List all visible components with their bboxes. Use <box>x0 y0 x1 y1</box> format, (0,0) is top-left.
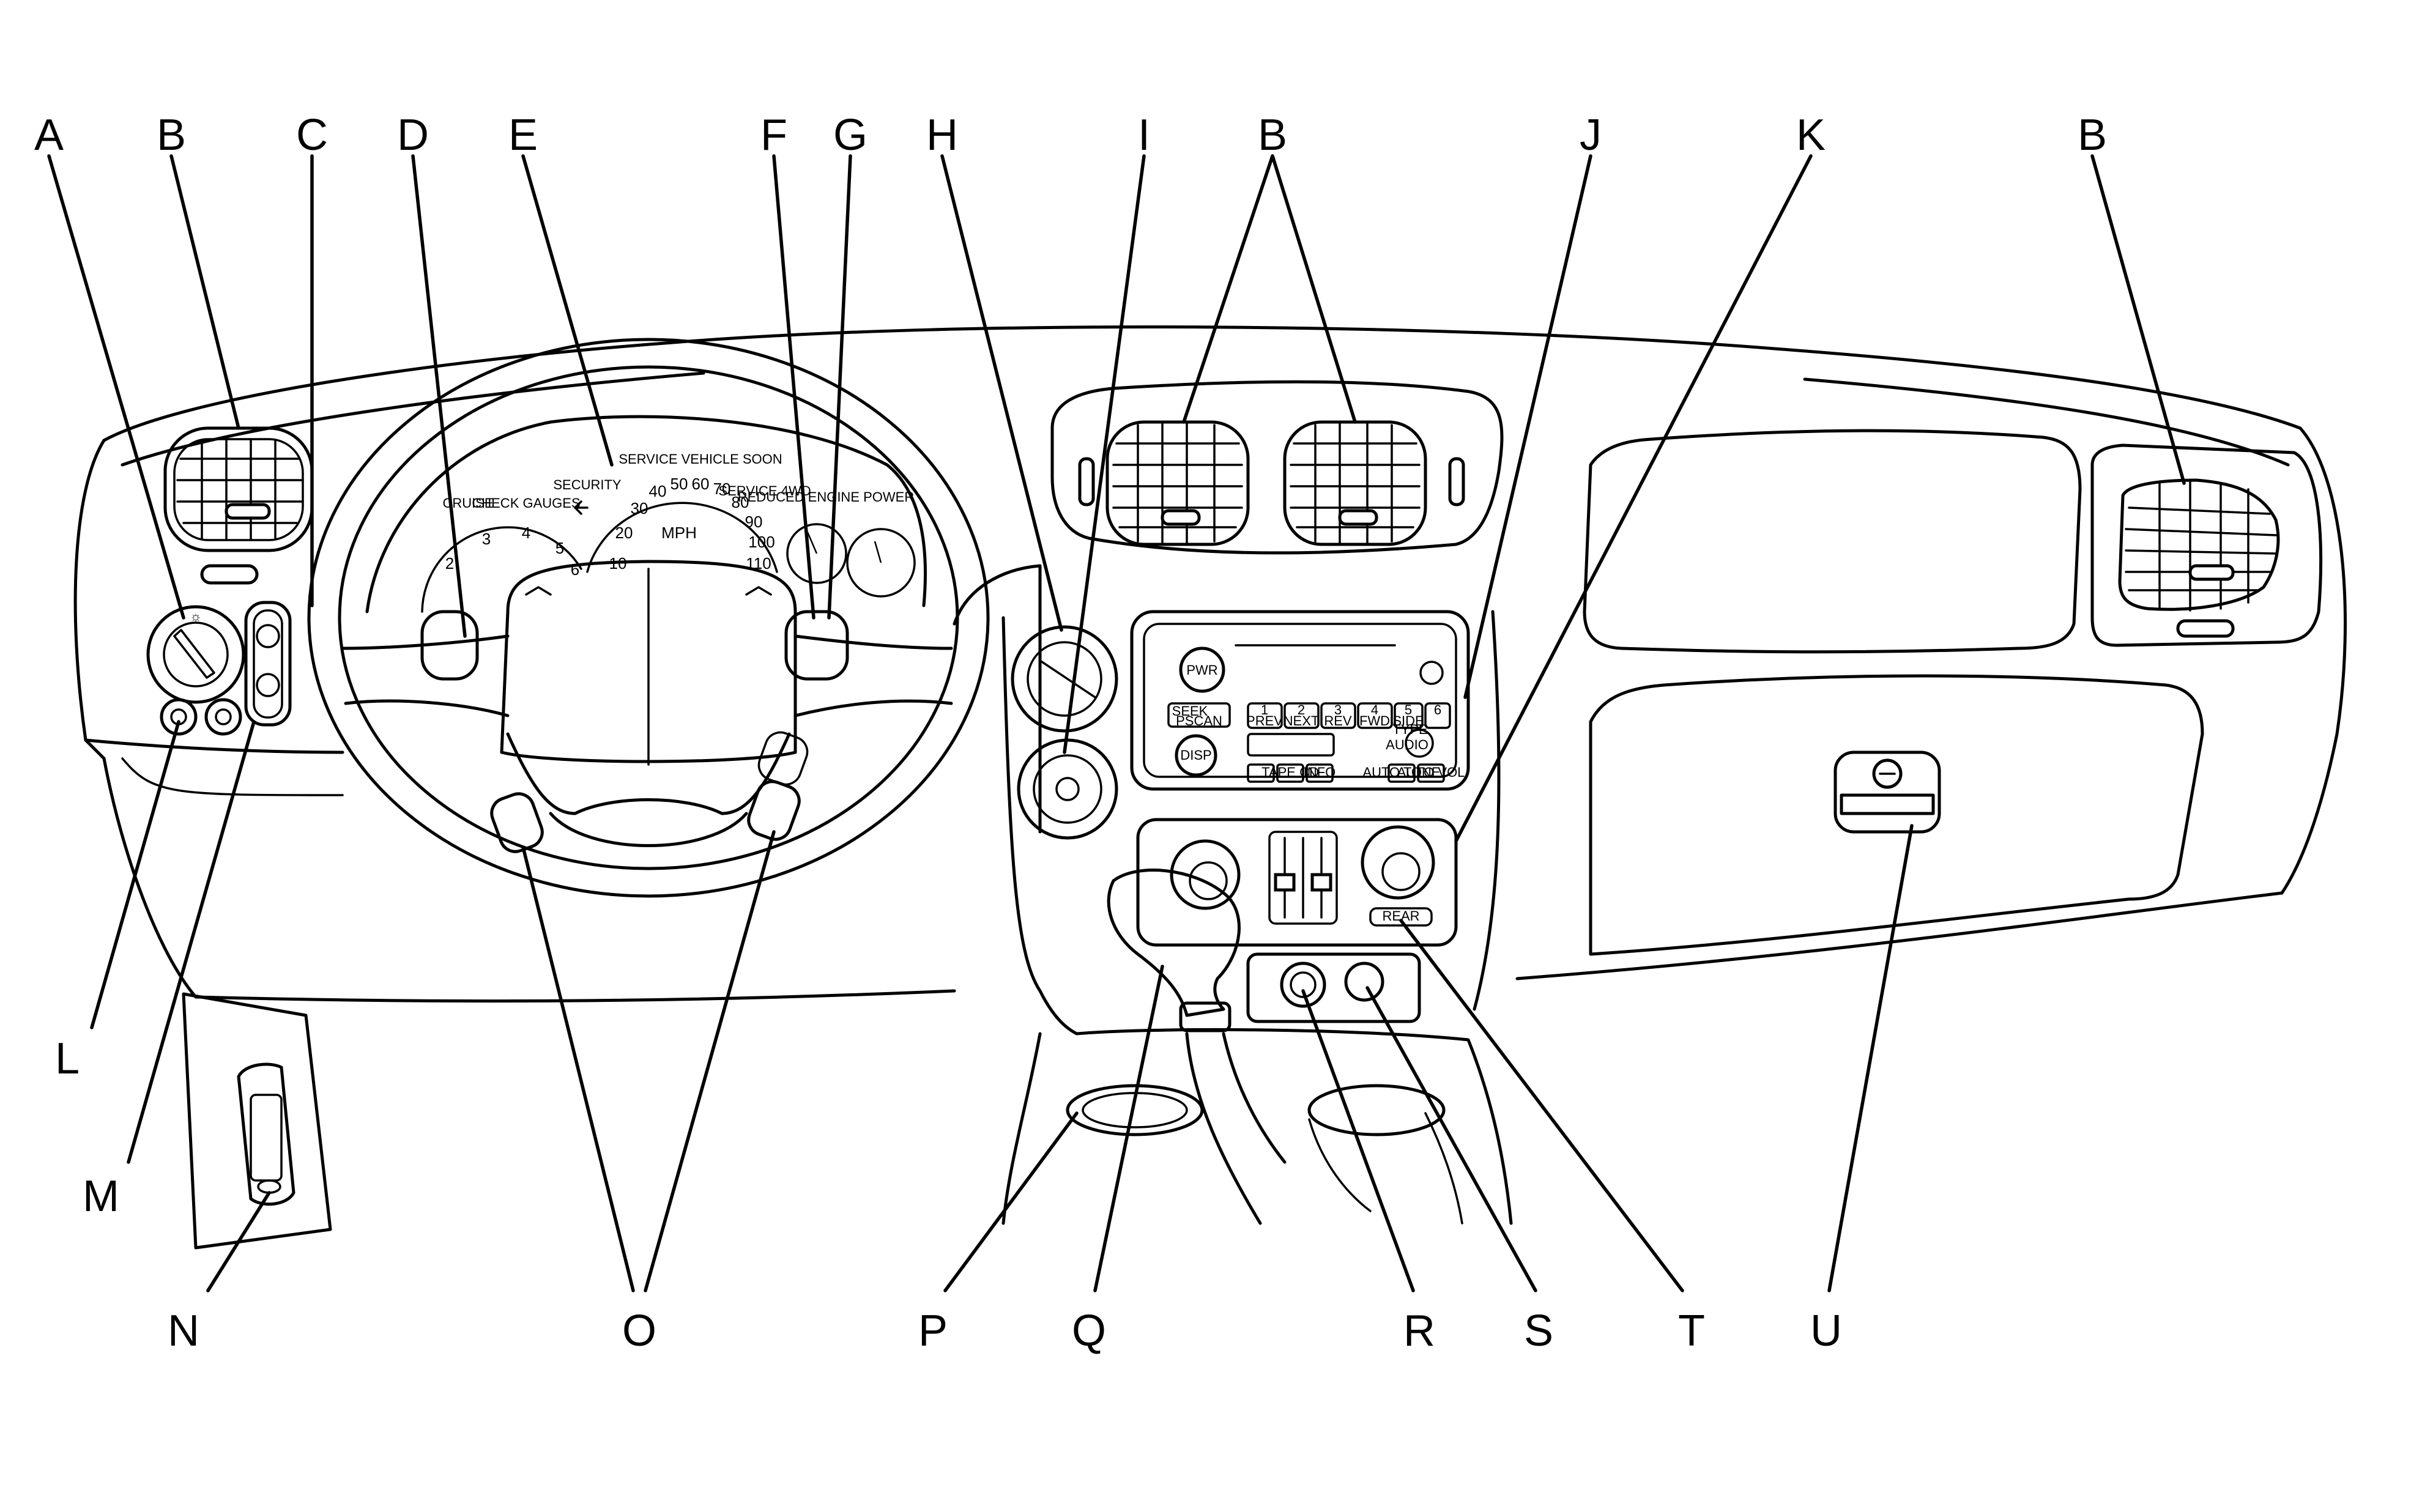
callout-g: G <box>833 111 867 160</box>
speedo-tick-10: 10 <box>609 554 627 573</box>
radio-preset-5: 5 <box>1405 702 1412 717</box>
callout-o: O <box>622 1306 656 1355</box>
callout-f: F <box>760 111 787 160</box>
center-stack: PWR SEEK PSCAN 1 PREV 2 NEXT 3 REV 4 FWD… <box>953 564 1501 1036</box>
callout-b-left: B <box>157 111 186 160</box>
tach-tick-6: 6 <box>571 560 579 579</box>
callout-m: M <box>83 1172 119 1221</box>
speedo-tick-30: 30 <box>631 499 648 517</box>
callout-k: K <box>1796 111 1826 160</box>
console-and-cupholder <box>1001 1028 1513 1225</box>
speedo-tick-110: 110 <box>746 554 771 573</box>
callout-b-right: B <box>2078 111 2107 160</box>
callout-j: J <box>1580 111 1602 160</box>
callout-b-center: B <box>1258 111 1287 160</box>
tach-tick-3: 3 <box>482 530 491 548</box>
tag-service-vehicle: SERVICE VEHICLE SOON <box>619 451 782 467</box>
radio-preset-1: 1 <box>1261 702 1268 717</box>
tag-reduced-power: REDUCED ENGINE POWER <box>738 489 914 505</box>
dashboard-outline <box>73 325 2347 1003</box>
radio-seek-label: SEEK <box>1172 703 1208 719</box>
shift-lever <box>1107 869 1287 1225</box>
radio-preset-3: 3 <box>1334 702 1342 717</box>
radio-auto-tone-label: AUTO TONE <box>1362 765 1440 780</box>
speedo-tick-60: 60 <box>692 475 710 493</box>
radio-type-label: TYPE <box>1392 722 1427 737</box>
radio-pscan-label: PSCAN <box>1176 713 1222 728</box>
radio-auto-vol-label: AUTO VOL <box>1397 765 1465 780</box>
speedo-tick-100: 100 <box>748 533 775 551</box>
speedo-tick-50: 50 <box>671 475 688 493</box>
radio-tape-cd-label: TAPE CD <box>1261 765 1319 780</box>
speedo-unit: MPH <box>661 524 697 542</box>
speedo-tick-40: 40 <box>649 482 667 500</box>
glovebox-area <box>1583 429 2204 956</box>
svg-text:☼: ☼ <box>190 609 202 624</box>
tach-tick-5: 5 <box>555 539 564 557</box>
callout-leaders <box>47 154 2186 1292</box>
radio-pwr-label: PWR <box>1186 662 1217 678</box>
speedo-tick-70: 70 <box>713 480 731 498</box>
callout-l: L <box>55 1034 80 1083</box>
headlamp-switch: ☼ <box>146 605 245 704</box>
radio-disp-label: DISP <box>1180 747 1211 763</box>
callout-q: Q <box>1072 1306 1106 1355</box>
callout-h: H <box>926 111 958 160</box>
radio-audio-label: AUDIO <box>1386 737 1428 752</box>
radio-side-label: SIDE <box>1392 713 1424 728</box>
tag-check-gauges: CHECK GAUGES <box>472 495 580 511</box>
callout-r: R <box>1403 1306 1435 1355</box>
callout-u: U <box>1810 1306 1842 1355</box>
tag-security: SECURITY <box>553 477 622 492</box>
callout-n: N <box>168 1306 199 1355</box>
left-air-vent <box>163 426 314 585</box>
callout-labels: A B C D E F G H I B J K B L M N O P Q R … <box>34 111 2107 1355</box>
tach-tick-2: 2 <box>445 554 454 573</box>
callout-p: P <box>918 1306 948 1355</box>
speedo-tick-90: 90 <box>745 513 763 531</box>
callout-e: E <box>508 111 538 160</box>
fog-lamp-switch-panel <box>244 601 292 727</box>
tach-tick-4: 4 <box>522 524 530 542</box>
right-air-vent <box>2090 443 2323 647</box>
radio-fwd-label: FWD <box>1359 713 1390 728</box>
callout-s: S <box>1524 1306 1553 1355</box>
center-vents <box>1050 380 1504 555</box>
callout-i: I <box>1138 111 1150 160</box>
radio-rev-label: REV <box>1324 713 1352 728</box>
radio-preset-2: 2 <box>1298 702 1305 717</box>
radio-preset-4: 4 <box>1371 702 1378 717</box>
speedo-tick-80: 80 <box>732 493 749 511</box>
radio-preset-6: 6 <box>1434 702 1441 717</box>
steering-wheel <box>307 338 990 898</box>
dimmer-and-fog-buttons <box>160 698 242 736</box>
tag-service-4wd: SERVICE 4WD <box>718 483 811 498</box>
callout-c: C <box>296 111 328 160</box>
callout-t: T <box>1678 1306 1705 1355</box>
callout-d: D <box>397 111 429 160</box>
speedo-tick-20: 20 <box>615 524 633 542</box>
radio-info-label: INFO <box>1304 765 1336 780</box>
instrument-cluster: 2 3 4 5 6 10 20 30 40 50 60 70 80 90 100… <box>365 415 927 613</box>
radio-prev-label: PREV <box>1246 713 1283 728</box>
radio-next-label: NEXT <box>1284 713 1320 728</box>
callout-a: A <box>34 111 64 160</box>
